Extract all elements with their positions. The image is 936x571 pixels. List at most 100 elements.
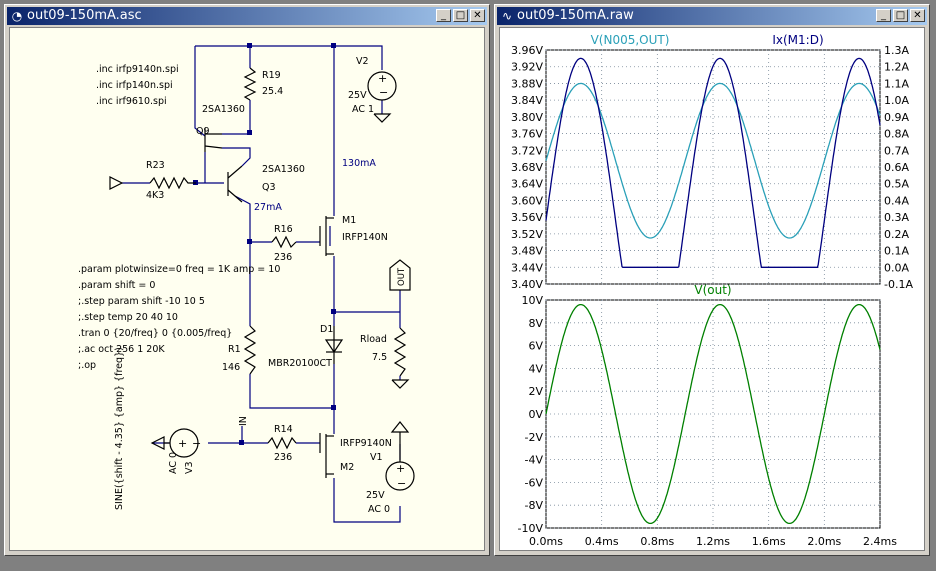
bottom-left-tick: -8V	[525, 499, 544, 512]
trace-ix	[545, 57, 881, 268]
junction	[239, 440, 244, 445]
top-right-tick: 1.2A	[884, 61, 909, 74]
minimize-button[interactable]: _	[436, 9, 451, 22]
r23-zigzag	[149, 176, 196, 190]
schematic-canvas[interactable]: + − + − + − .inc irfp9140n.spi .inc irfp…	[9, 27, 485, 551]
trace-vdiff	[545, 82, 881, 239]
in-net-label: IN	[238, 416, 249, 426]
top-left-tick: 3.48V	[511, 245, 543, 258]
x-tick: 0.8ms	[640, 535, 674, 548]
q3-name: Q3	[262, 182, 276, 193]
close-button[interactable]: ✕	[910, 9, 925, 22]
bottom-left-tick: 2V	[528, 385, 543, 398]
schematic-drawing[interactable]: + − + − + − .inc irfp9140n.spi .inc irfp…	[10, 28, 485, 551]
top-left-tick: 3.88V	[511, 77, 543, 90]
top-left-tick: 3.56V	[511, 211, 543, 224]
q3-upper-leg	[227, 165, 243, 179]
m2-name: M2	[340, 462, 354, 473]
rload-zigzag	[393, 327, 407, 377]
rload-ground	[391, 379, 410, 389]
bottom-left-tick: -4V	[525, 454, 544, 467]
top-left-tick: 3.92V	[511, 61, 543, 74]
top-right-tick: 0.8A	[884, 128, 909, 141]
minimize-button[interactable]: _	[876, 9, 891, 22]
v3-plus-mark: +	[178, 437, 187, 450]
out-net-label: OUT	[397, 267, 407, 286]
top-right-tick: 0.5A	[884, 178, 909, 191]
rload-value: 7.5	[372, 352, 387, 363]
r19-zigzag	[243, 67, 257, 101]
spice-directive: ;.op	[78, 360, 96, 371]
top-left-tick: 3.40V	[511, 278, 543, 291]
directive: .inc irf9610.spi	[96, 96, 167, 107]
trace-label-vout: V(out)	[694, 283, 731, 297]
q9-name: Q9	[196, 126, 210, 137]
junction	[247, 43, 252, 48]
v2-name: V2	[356, 56, 369, 67]
d1-name: D1	[320, 324, 333, 335]
r23-name: R23	[146, 160, 165, 171]
maximize-button[interactable]: □	[893, 9, 908, 22]
close-button[interactable]: ✕	[470, 9, 485, 22]
v2-ground	[373, 113, 392, 123]
schematic-window[interactable]: ◔ out09-150mA.asc _ □ ✕	[4, 4, 490, 556]
schematic-text: .inc irfp9140n.spi .inc irfp140n.spi .in…	[78, 56, 407, 515]
v3-ac: AC 0	[168, 452, 179, 474]
spice-directive: ;.ac oct 256 1 20K	[78, 344, 165, 355]
r16-name: R16	[274, 224, 293, 235]
q3-model: 2SA1360	[262, 164, 305, 175]
junction	[331, 309, 336, 314]
m2-model: IRFP9140N	[340, 438, 392, 449]
spice-directive: .tran 0 {20/freq} 0 {0.005/freq}	[78, 328, 232, 339]
junction	[247, 239, 252, 244]
top-right-tick: 0.2A	[884, 228, 909, 241]
x-tick: 0.4ms	[585, 535, 619, 548]
top-right-tick: -0.1A	[884, 278, 913, 291]
r16-zigzag	[271, 235, 297, 249]
trace-label-ix: Ix(M1:D)	[772, 33, 823, 47]
top-right-tick: 1.3A	[884, 44, 909, 57]
top-right-tick: 0.3A	[884, 211, 909, 224]
q3-current-annotation: 27mA	[254, 202, 282, 213]
directive: .inc irfp9140n.spi	[96, 64, 179, 75]
rload-name: Rload	[360, 334, 387, 345]
top-left-tick: 3.44V	[511, 261, 543, 274]
top-left-tick: 3.64V	[511, 178, 543, 191]
v2-plus-mark: +	[378, 72, 387, 85]
schematic-titlebar[interactable]: ◔ out09-150mA.asc _ □ ✕	[7, 7, 487, 25]
out-label-flag	[389, 259, 411, 291]
x-tick: 0.0ms	[529, 535, 563, 548]
q3-lower-leg	[227, 189, 243, 203]
v3-minus-mark: −	[192, 437, 201, 450]
r14-value: 236	[274, 452, 292, 463]
spice-directive: .param plotwinsize=0 freq = 1K amp = 10	[78, 264, 280, 275]
bottom-left-tick: -2V	[525, 431, 544, 444]
waveform-title: out09-150mA.raw	[517, 8, 634, 23]
junction	[247, 130, 252, 135]
v3-sine-spec: SINE({shift - 4.35} {amp} {freq})	[114, 347, 125, 510]
v1-plus-mark: +	[396, 462, 405, 475]
waveform-titlebar[interactable]: ∿ out09-150mA.raw _ □ ✕	[497, 7, 927, 25]
bottom-left-tick: 8V	[528, 317, 543, 330]
top-right-tick: 0.4A	[884, 194, 909, 207]
m1-model: IRFP140N	[342, 232, 388, 243]
v3-name: V3	[184, 461, 195, 474]
top-left-tick: 3.76V	[511, 128, 543, 141]
spice-directive: .param shift = 0	[78, 280, 155, 291]
v1-supply-arrow	[390, 421, 410, 433]
top-right-tick: 0.0A	[884, 261, 909, 274]
r19-value: 25.4	[262, 86, 283, 97]
directive: .inc irfp140n.spi	[96, 80, 173, 91]
spice-directive: ;.step temp 20 40 10	[78, 312, 178, 323]
v1-name: V1	[370, 452, 383, 463]
top-right-tick: 0.7A	[884, 144, 909, 157]
maximize-button[interactable]: □	[453, 9, 468, 22]
wires	[122, 45, 401, 523]
bottom-left-tick: -10V	[518, 522, 544, 535]
v1-ac: AC 0	[368, 504, 390, 515]
